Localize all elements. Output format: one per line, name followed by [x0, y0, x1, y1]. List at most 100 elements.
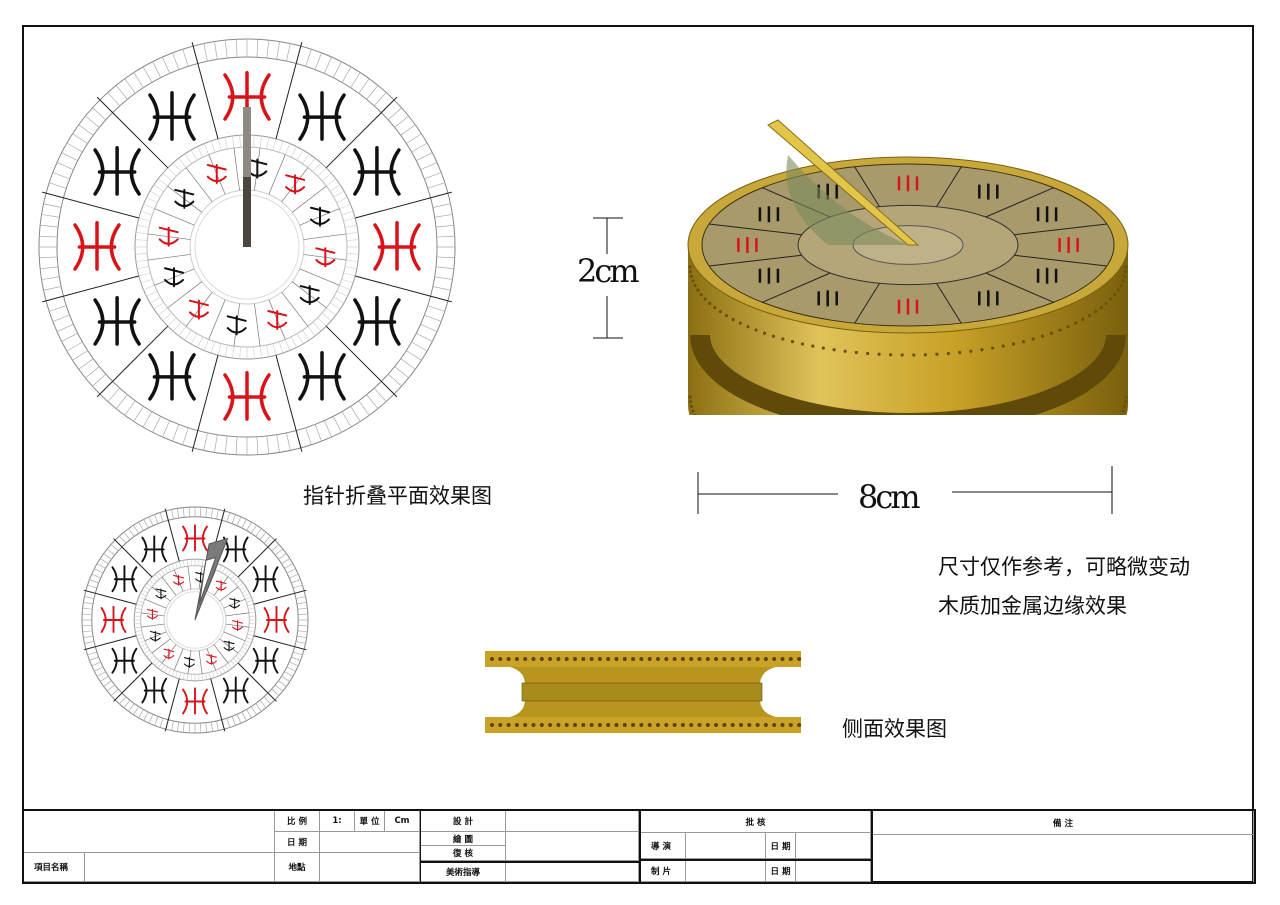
degree-tick: [250, 706, 257, 715]
degree-tick: [133, 706, 140, 715]
rivet: [714, 723, 719, 727]
location-field[interactable]: [320, 853, 420, 882]
degree-tick: [435, 224, 454, 228]
rivet: [506, 657, 511, 661]
inner-tick: [149, 579, 155, 585]
inner-tick: [246, 637, 253, 640]
degree-tick: [435, 266, 454, 270]
degree-tick: [291, 579, 301, 584]
rivet: [664, 657, 669, 661]
degree-tick: [406, 133, 422, 144]
degree-tick: [171, 720, 174, 731]
rivet: [1021, 340, 1026, 344]
inner-tick: [248, 611, 256, 614]
remarks-field[interactable]: [873, 835, 1254, 882]
producer-field[interactable]: [686, 861, 766, 882]
scale-value[interactable]: 1:: [320, 811, 355, 832]
hour-divider: [708, 254, 802, 267]
degree-tick: [271, 544, 280, 552]
inner-tick: [157, 307, 168, 316]
inner-tick: [217, 343, 222, 356]
inner-tick: [329, 302, 341, 310]
inner-tick: [135, 630, 142, 633]
approval-label: 批 核: [641, 811, 871, 833]
inner-tick: [321, 312, 332, 322]
remarks-label: 備 注: [873, 811, 1254, 835]
rivet: [763, 723, 768, 727]
inner-tick: [190, 333, 198, 345]
degree-tick: [205, 507, 208, 518]
seal-glyph-quarter: [226, 315, 247, 336]
degree-tick: [159, 718, 164, 728]
inner-tick: [253, 346, 255, 359]
seal-glyph-hour: [897, 175, 919, 192]
degree-tick: [100, 558, 109, 565]
project-name-field[interactable]: [85, 853, 275, 882]
art-director-field[interactable]: [506, 863, 639, 882]
inner-tick: [241, 589, 248, 594]
drawing-review-field[interactable]: [506, 832, 639, 861]
rivet: [688, 270, 693, 274]
rivet: [581, 657, 586, 661]
degree-tick: [39, 256, 58, 259]
rivet: [889, 353, 893, 357]
rivet: [1074, 321, 1078, 325]
degree-tick: [210, 508, 214, 519]
inner-tick: [307, 157, 316, 168]
inner-tick: [333, 190, 345, 198]
rivet: [691, 409, 695, 413]
degree-tick: [172, 52, 180, 70]
inner-tick: [137, 266, 149, 270]
inner-tick: [154, 660, 160, 666]
degree-tick: [107, 387, 121, 402]
design-label: 設 計: [421, 811, 506, 832]
producer-date-field[interactable]: [796, 861, 871, 882]
inner-tick: [246, 600, 253, 603]
director-field[interactable]: [686, 833, 766, 859]
degree-tick: [358, 78, 370, 94]
inner-tick: [151, 658, 157, 664]
quarter-divider: [208, 299, 226, 340]
rivet: [900, 353, 904, 357]
inner-tick: [164, 666, 169, 673]
degree-tick: [373, 92, 387, 107]
inner-tick: [241, 646, 248, 651]
design-field[interactable]: [506, 811, 639, 832]
degree-tick: [214, 41, 218, 60]
degree-tick: [133, 406, 144, 422]
director-date-field[interactable]: [796, 833, 871, 859]
inner-tick: [243, 643, 250, 648]
inner-tick: [140, 210, 153, 216]
degree-tick: [107, 92, 121, 107]
inner-tick: [243, 592, 250, 597]
sundial-plan-view-folded: [38, 38, 456, 456]
hour-divider: [42, 191, 139, 219]
date-field[interactable]: [320, 832, 420, 853]
degree-tick: [106, 548, 116, 556]
degree-tick: [52, 314, 70, 322]
rivet: [755, 723, 760, 727]
seal-glyph-quarter: [205, 654, 217, 666]
rivet: [539, 723, 544, 727]
inner-tick: [343, 272, 356, 277]
degree-tick: [66, 341, 83, 352]
seal-glyph-hour: [353, 296, 401, 346]
inner-tick: [137, 637, 144, 640]
rivet: [754, 328, 758, 332]
inner-tick: [339, 284, 351, 291]
unit-value[interactable]: Cm: [385, 811, 420, 832]
rivet: [958, 350, 962, 355]
degree-tick: [295, 641, 306, 644]
rivet: [689, 274, 694, 278]
location-label: 地點: [275, 853, 320, 882]
rivet: [772, 657, 777, 661]
inner-tick: [210, 341, 216, 354]
gnomon-highlight: [243, 107, 251, 177]
degree-tick: [436, 256, 455, 259]
inner-tick: [140, 278, 153, 284]
quarter-divider: [299, 268, 340, 286]
degree-tick: [200, 507, 202, 517]
degree-tick: [188, 723, 190, 733]
rivet: [1031, 337, 1035, 341]
degree-tick: [416, 332, 433, 342]
